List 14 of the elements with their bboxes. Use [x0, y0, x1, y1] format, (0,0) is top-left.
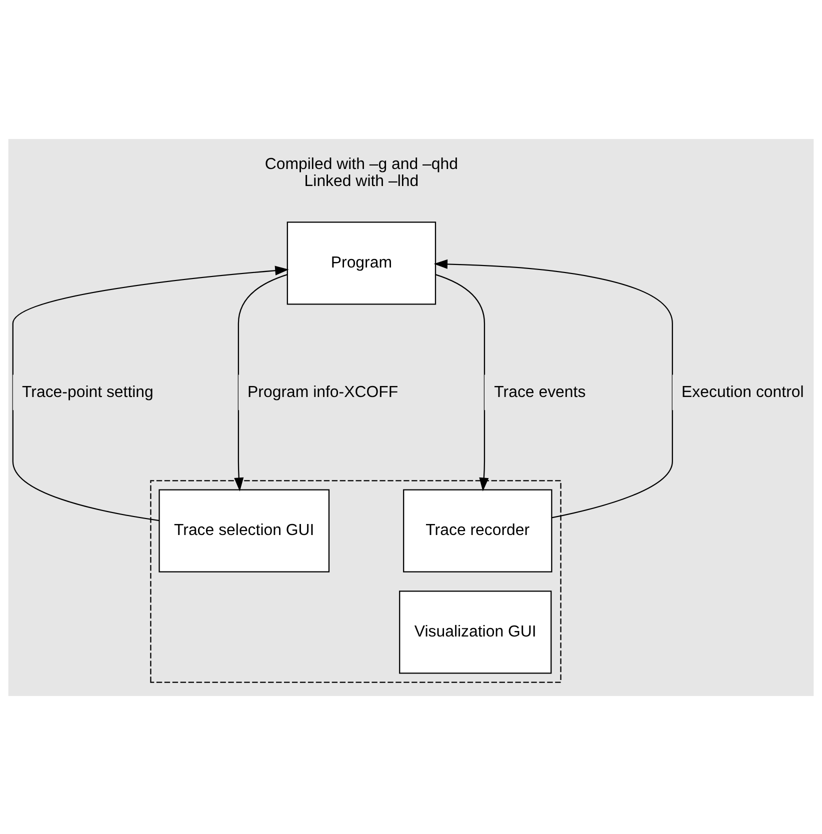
- node-box: Trace selection GUI: [158, 488, 330, 572]
- node-box: Visualization GUI: [399, 590, 552, 674]
- node-box: Trace recorder: [403, 488, 552, 572]
- arrow: [435, 274, 489, 491]
- node-label: Linked with –lhd: [304, 172, 419, 190]
- arrow: [434, 258, 673, 518]
- edge-label: Trace-point setting: [22, 384, 154, 401]
- node-box: Program: [286, 221, 436, 304]
- edge-label: Program info-XCOFF: [248, 384, 398, 401]
- node-label: Compiled with –g and –qhd: [264, 155, 458, 172]
- edge-label: Trace events: [494, 384, 586, 401]
- edge-label: Execution control: [682, 384, 804, 401]
- arrow: [234, 274, 288, 491]
- cluster: [150, 480, 562, 682]
